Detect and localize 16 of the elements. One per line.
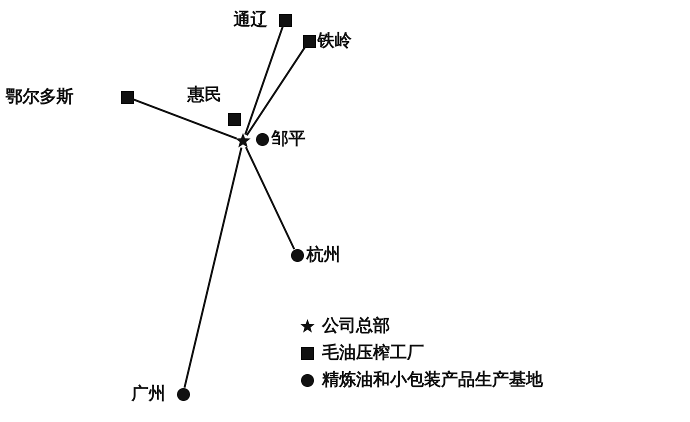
legend-label: 公司总部: [322, 316, 390, 336]
place-label: 鄂尔多斯: [6, 86, 74, 106]
star-marker: [235, 133, 251, 149]
connector-line: [244, 26, 284, 135]
place-label: 杭州: [306, 244, 340, 264]
legend-label: 精炼油和小包装产品生产基地: [322, 370, 543, 390]
place-label: 邹平: [272, 128, 306, 148]
place-label: 通辽: [234, 10, 268, 30]
connector-line: [245, 146, 296, 250]
place-label: 惠民: [188, 84, 222, 104]
connector-line: [132, 98, 237, 140]
legend-label: 毛油压榨工厂: [322, 343, 424, 363]
connector-line: [246, 46, 306, 136]
place-label: 广州: [132, 384, 166, 404]
place-label: 铁岭: [318, 30, 352, 50]
connector-line: [184, 147, 242, 388]
